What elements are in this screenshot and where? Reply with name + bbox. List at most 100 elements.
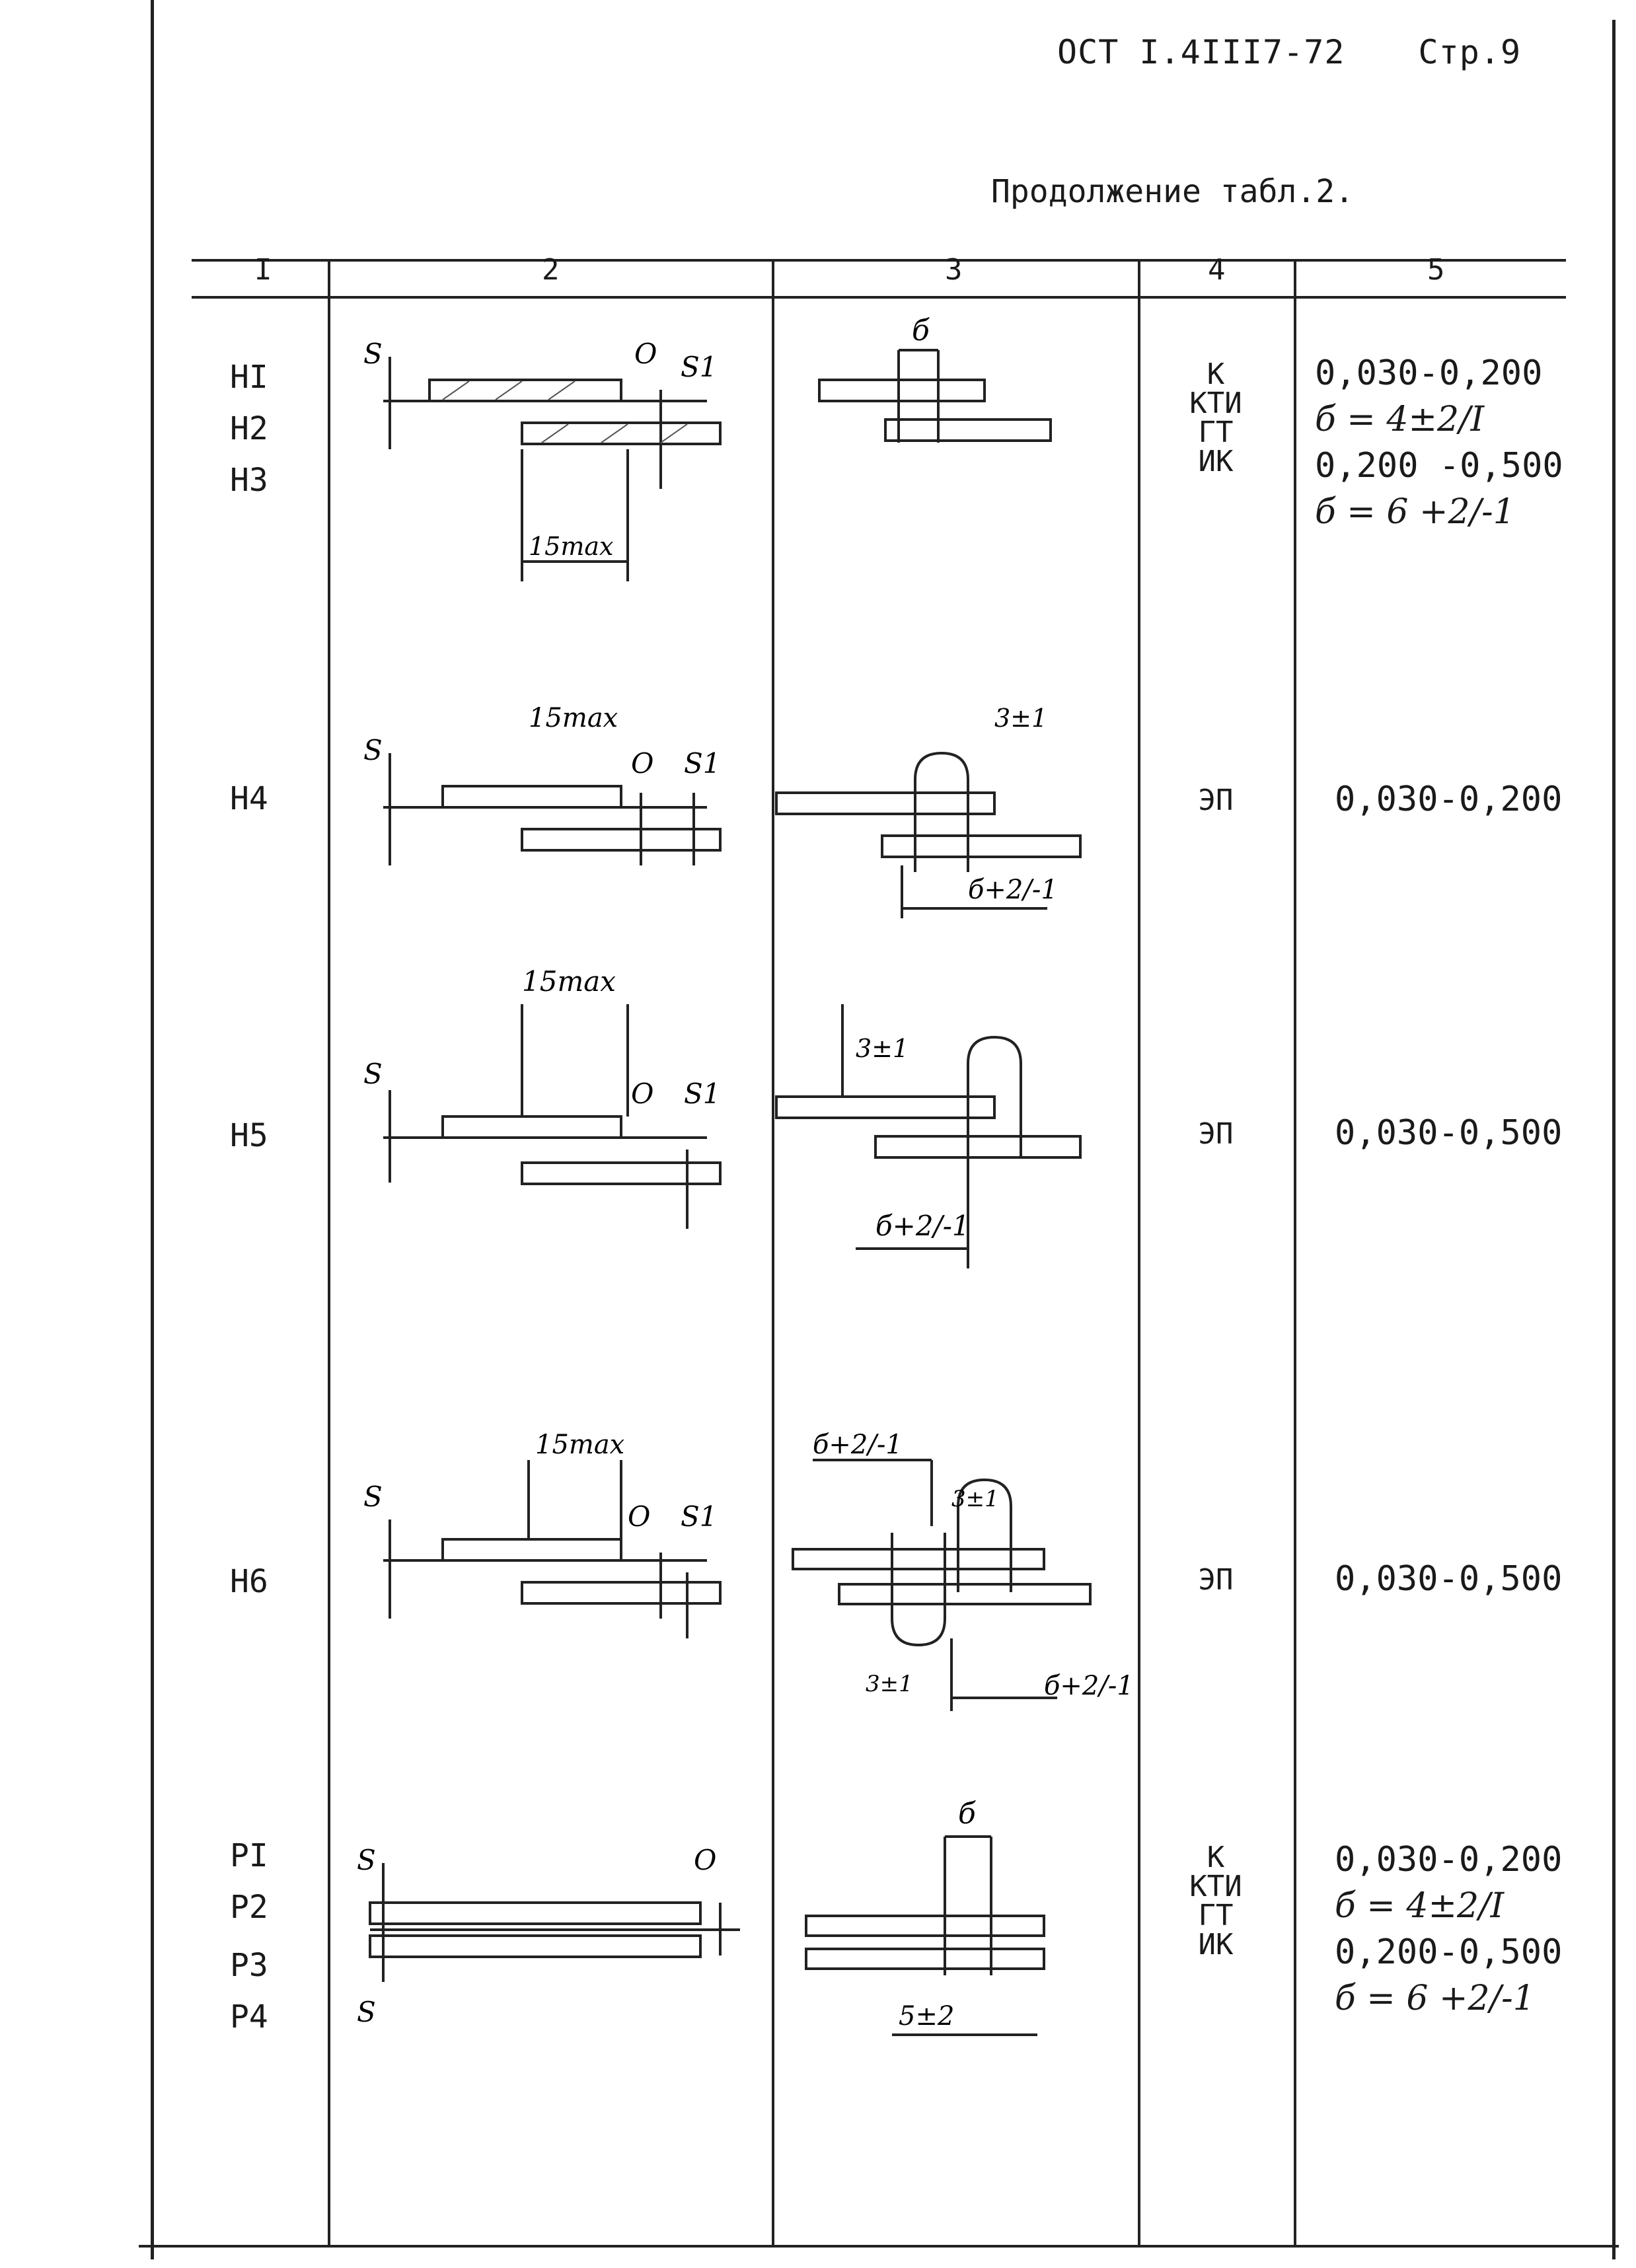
label-s1: S1 — [681, 351, 718, 383]
param-range: 0,030-0,200 — [1335, 780, 1563, 819]
label-tol: 3±1 — [951, 1486, 999, 1512]
row-3-sketch-joint: 15max S O S1 — [363, 965, 722, 1229]
row-code: PI — [230, 1837, 268, 1874]
label-15max: 15max — [535, 1430, 624, 1460]
row-2-methods: ЭП — [1150, 786, 1282, 815]
param-width: б = 6 +2/-1 — [1335, 1979, 1535, 2018]
table-col-divider-1 — [328, 259, 330, 2248]
column-header-5: 5 — [1427, 253, 1445, 287]
label-o: O — [631, 1078, 653, 1110]
param-width: б = 4±2/I — [1335, 1886, 1505, 1926]
label-15max: 15max — [522, 965, 616, 998]
method: КТИ — [1189, 386, 1242, 420]
row-code: H3 — [230, 462, 268, 499]
row-1-params: 0,030-0,200 б = 4±2/I 0,200 -0,500 б = 6… — [1315, 350, 1563, 535]
method: ИК — [1198, 1928, 1234, 1961]
method: КТИ — [1189, 1870, 1242, 1903]
label-b: б — [958, 1797, 976, 1831]
row-code: P2 — [230, 1889, 268, 1926]
row-2-sketch-section: 3±1 б+2/-1 — [775, 704, 1082, 918]
label-s1: S1 — [684, 1078, 721, 1110]
label-b-tol: б+2/-1 — [1044, 1671, 1134, 1701]
row-code: H6 — [230, 1563, 268, 1600]
row-5-sketch-section: б 5±2 — [805, 1797, 1045, 2036]
label-15max: 15max — [529, 703, 618, 733]
table-continuation-title: Продолжение табл.2. — [991, 173, 1355, 210]
row-1-sketch-section: б — [818, 314, 1052, 443]
param-range: 0,030-0,200 — [1315, 353, 1543, 393]
label-o: O — [628, 1500, 650, 1533]
method: ЭП — [1198, 1117, 1234, 1151]
table-col-divider-3 — [1138, 259, 1140, 2248]
row-5-params: 0,030-0,200 б = 4±2/I 0,200-0,500 б = 6 … — [1335, 1837, 1562, 2022]
label-o: O — [631, 747, 653, 780]
row-code: H2 — [230, 410, 268, 447]
label-s: S — [363, 734, 383, 766]
label-s: S — [363, 1481, 383, 1513]
param-width: б = 6 +2/-1 — [1315, 492, 1515, 532]
row-1-sketch-joint: S O S1 15max — [363, 338, 722, 581]
page-border-right — [1612, 20, 1616, 2259]
row-code: H5 — [230, 1117, 268, 1154]
label-b-tol: б+2/-1 — [968, 875, 1058, 905]
label-b-tol: б+2/-1 — [813, 1430, 903, 1460]
row-1-codes: HI H2 H3 — [230, 351, 268, 506]
row-5-sketch-joint: S O S — [357, 1844, 740, 2028]
row-4-sketch-joint: 15max S O S1 — [363, 1430, 722, 1638]
label-15max: 15max — [529, 532, 613, 561]
label-o: O — [694, 1844, 716, 1876]
table-header-top-line — [192, 259, 1566, 262]
row-3-sketch-section: 3±1 б+2/-1 — [775, 1004, 1082, 1268]
row-code: HI — [230, 359, 268, 396]
label-s: S — [363, 1058, 383, 1090]
label-s: S — [357, 1844, 376, 1876]
label-b-tol: б+2/-1 — [875, 1210, 970, 1242]
row-1-methods: К КТИ ГТ ИК — [1150, 360, 1282, 476]
row-3-methods: ЭП — [1150, 1120, 1282, 1149]
row-4-params: 0,030-0,500 — [1335, 1556, 1562, 1602]
column-header-2: 2 — [542, 253, 560, 287]
label-tol: 3±1 — [866, 1671, 913, 1697]
label-tol: 3±1 — [994, 704, 1047, 733]
label-s: S — [357, 1996, 376, 2028]
param-width: б = 4±2/I — [1315, 400, 1485, 439]
label-tol: 3±1 — [856, 1034, 909, 1063]
label-o: O — [634, 338, 657, 370]
method: ГТ — [1198, 416, 1234, 449]
row-code: P3 — [230, 1947, 268, 1984]
label-5-tol: 5±2 — [899, 2001, 954, 2031]
page-border-left — [151, 0, 154, 2259]
page-number: Стр.9 — [1418, 33, 1522, 71]
param-range: 0,030-0,200 — [1335, 1840, 1563, 1880]
method: ЭП — [1198, 1563, 1234, 1597]
label-s1: S1 — [681, 1500, 718, 1533]
row-5-methods: К КТИ ГТ ИК — [1150, 1843, 1282, 1959]
document-header: ОСТ I.4III7-72 Стр.9 — [1057, 33, 1574, 71]
method: ГТ — [1198, 1899, 1234, 1932]
table-header-bottom-line — [192, 296, 1566, 299]
label-b: б — [912, 314, 930, 348]
label-s: S — [363, 338, 383, 370]
param-range: 0,200-0,500 — [1335, 1932, 1563, 1972]
row-code: P4 — [230, 1998, 268, 2035]
method: ИК — [1198, 445, 1234, 478]
column-header-1: I — [254, 253, 272, 287]
row-code: H4 — [230, 780, 268, 817]
row-3-codes: H5 — [230, 1110, 268, 1161]
label-s1: S1 — [684, 747, 721, 780]
column-header-3: 3 — [945, 253, 963, 287]
row-4-codes: H6 — [230, 1556, 268, 1607]
row-2-codes: H4 — [230, 773, 268, 824]
method: К — [1207, 357, 1225, 391]
method: К — [1207, 1841, 1225, 1874]
param-range: 0,030-0,500 — [1335, 1113, 1563, 1153]
row-2-sketch-joint: S 15max O S1 — [363, 703, 722, 865]
page-border-bottom — [139, 2245, 1619, 2248]
row-4-sketch-section: б+2/-1 3±1 3±1 б+2/-1 — [792, 1430, 1134, 1711]
param-range: 0,200 -0,500 — [1315, 446, 1563, 486]
param-range: 0,030-0,500 — [1335, 1559, 1563, 1599]
table-col-divider-4 — [1294, 259, 1296, 2248]
row-4-methods: ЭП — [1150, 1566, 1282, 1595]
method: ЭП — [1198, 784, 1234, 817]
standard-number: ОСТ I.4III7-72 — [1057, 33, 1345, 71]
